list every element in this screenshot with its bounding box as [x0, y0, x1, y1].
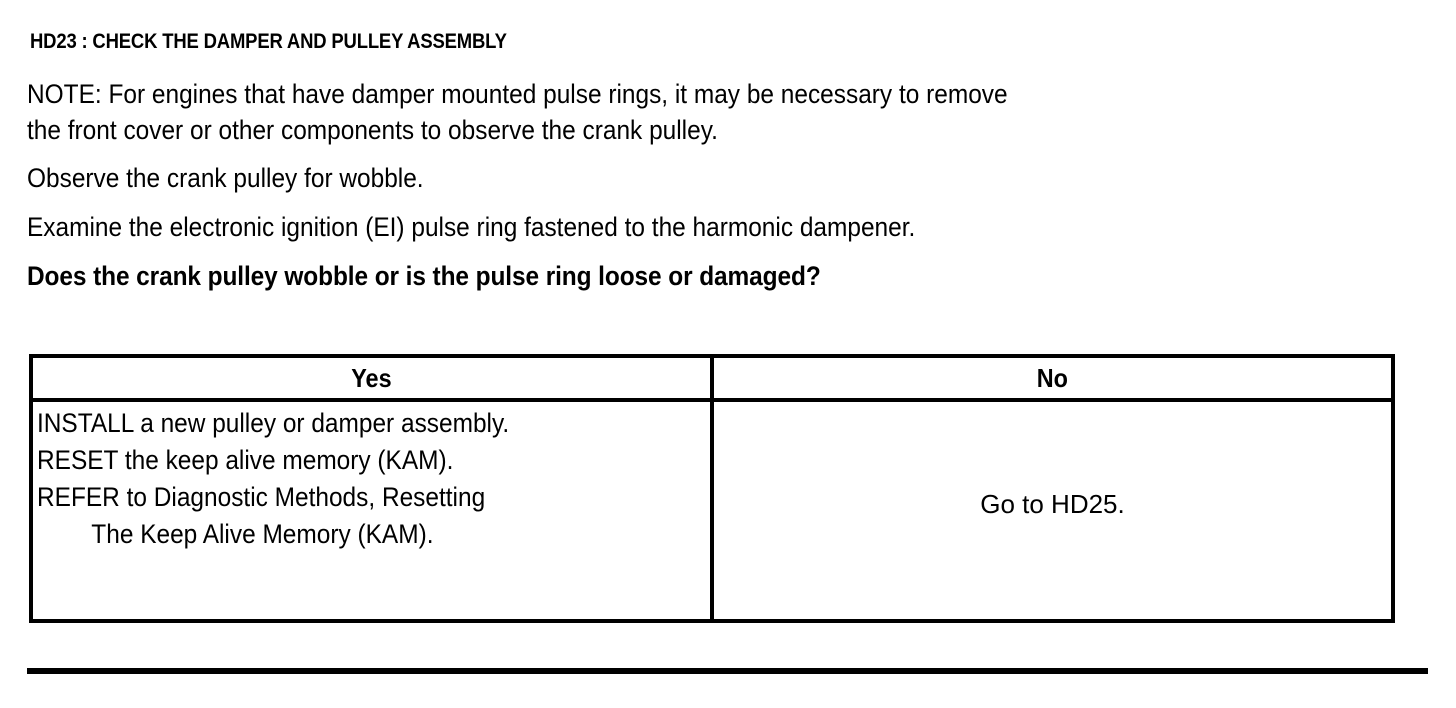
- yes-action-line-1: INSTALL a new pulley or damper assembly.: [37, 408, 510, 438]
- yes-action-line-4: The Keep Alive Memory (KAM).: [91, 519, 434, 549]
- no-action-text: Go to HD25.: [980, 489, 1125, 519]
- page-title: HD23 : CHECK THE DAMPER AND PULLEY ASSEM…: [30, 30, 507, 53]
- table-cell-no-action: Go to HD25.: [714, 402, 1391, 619]
- body-text-block: NOTE: For engines that have damper mount…: [27, 76, 1427, 294]
- step-paragraph-observe: Observe the crank pulley for wobble.: [27, 163, 424, 193]
- table-header-cell-no: No: [714, 358, 1391, 398]
- table-body-row: INSTALL a new pulley or damper assembly.…: [33, 402, 1391, 619]
- table-header-cell-yes: Yes: [33, 358, 714, 398]
- table-cell-yes-actions: INSTALL a new pulley or damper assembly.…: [33, 402, 714, 619]
- yes-action-line-3: REFER to Diagnostic Methods, Resetting: [37, 482, 486, 512]
- decision-question: Does the crank pulley wobble or is the p…: [27, 261, 821, 291]
- note-paragraph: NOTE: For engines that have damper mount…: [27, 79, 1008, 145]
- header-label-no: No: [1036, 362, 1069, 393]
- header-label-yes: Yes: [351, 362, 392, 393]
- step-paragraph-examine: Examine the electronic ignition (EI) pul…: [27, 212, 916, 242]
- decision-table: Yes No INSTALL a new pulley or damper as…: [29, 354, 1395, 623]
- table-header-row: Yes No: [33, 358, 1391, 402]
- yes-action-line-2: RESET the keep alive memory (KAM).: [37, 445, 454, 475]
- footer-divider-rule: [27, 668, 1428, 674]
